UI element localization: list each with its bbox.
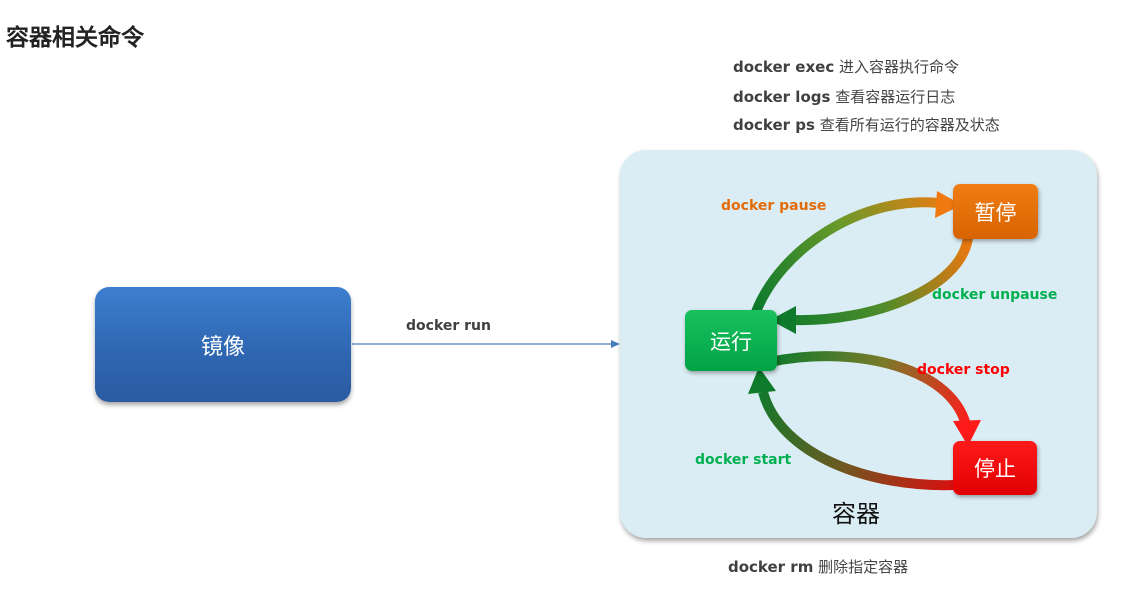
start-arrow-head [748, 367, 776, 394]
state-running: 运行 [685, 310, 777, 371]
pause-arrow [751, 197, 941, 314]
state-paused-label: 暂停 [974, 200, 1017, 225]
command-logs-keyword: docker logs [733, 88, 831, 106]
command-rm-description: 删除指定容器 [818, 558, 909, 576]
state-stopped-label: 停止 [974, 457, 1016, 481]
command-ps-description: 查看所有运行的容器及状态 [819, 116, 1000, 134]
container-label: 容器 [832, 500, 880, 528]
run-label: docker run [406, 318, 491, 334]
command-exec: docker exec 进入容器执行命令 [733, 56, 959, 77]
state-stopped: 停止 [953, 441, 1037, 495]
command-exec-keyword: docker exec [733, 58, 835, 76]
pause-arrow-head [935, 191, 962, 218]
unpause-arrow [794, 236, 973, 326]
start-arrow [758, 390, 956, 491]
state-running-label: 运行 [710, 329, 752, 354]
stop-label: docker stop [917, 362, 1010, 378]
command-logs: docker logs 查看容器运行日志 [733, 86, 955, 107]
command-rm: docker rm 删除指定容器 [728, 556, 908, 577]
command-exec-description: 进入容器执行命令 [839, 58, 960, 76]
page-title: 容器相关命令 [6, 25, 144, 51]
stop-arrow-head [953, 420, 981, 446]
pause-label: docker pause [721, 198, 827, 214]
stop-arrow [768, 351, 971, 427]
run-arrow-head [611, 340, 620, 348]
image-node: 镜像 [95, 287, 351, 402]
command-rm-keyword: docker rm [728, 558, 814, 576]
start-label: docker start [695, 452, 792, 468]
unpause-label: docker unpause [932, 287, 1058, 303]
command-ps: docker ps 查看所有运行的容器及状态 [733, 114, 1000, 135]
command-logs-description: 查看容器运行日志 [835, 88, 956, 106]
image-node-label: 镜像 [200, 334, 245, 360]
state-paused: 暂停 [953, 184, 1038, 239]
unpause-arrow-head [770, 306, 796, 334]
command-ps-keyword: docker ps [733, 116, 815, 134]
